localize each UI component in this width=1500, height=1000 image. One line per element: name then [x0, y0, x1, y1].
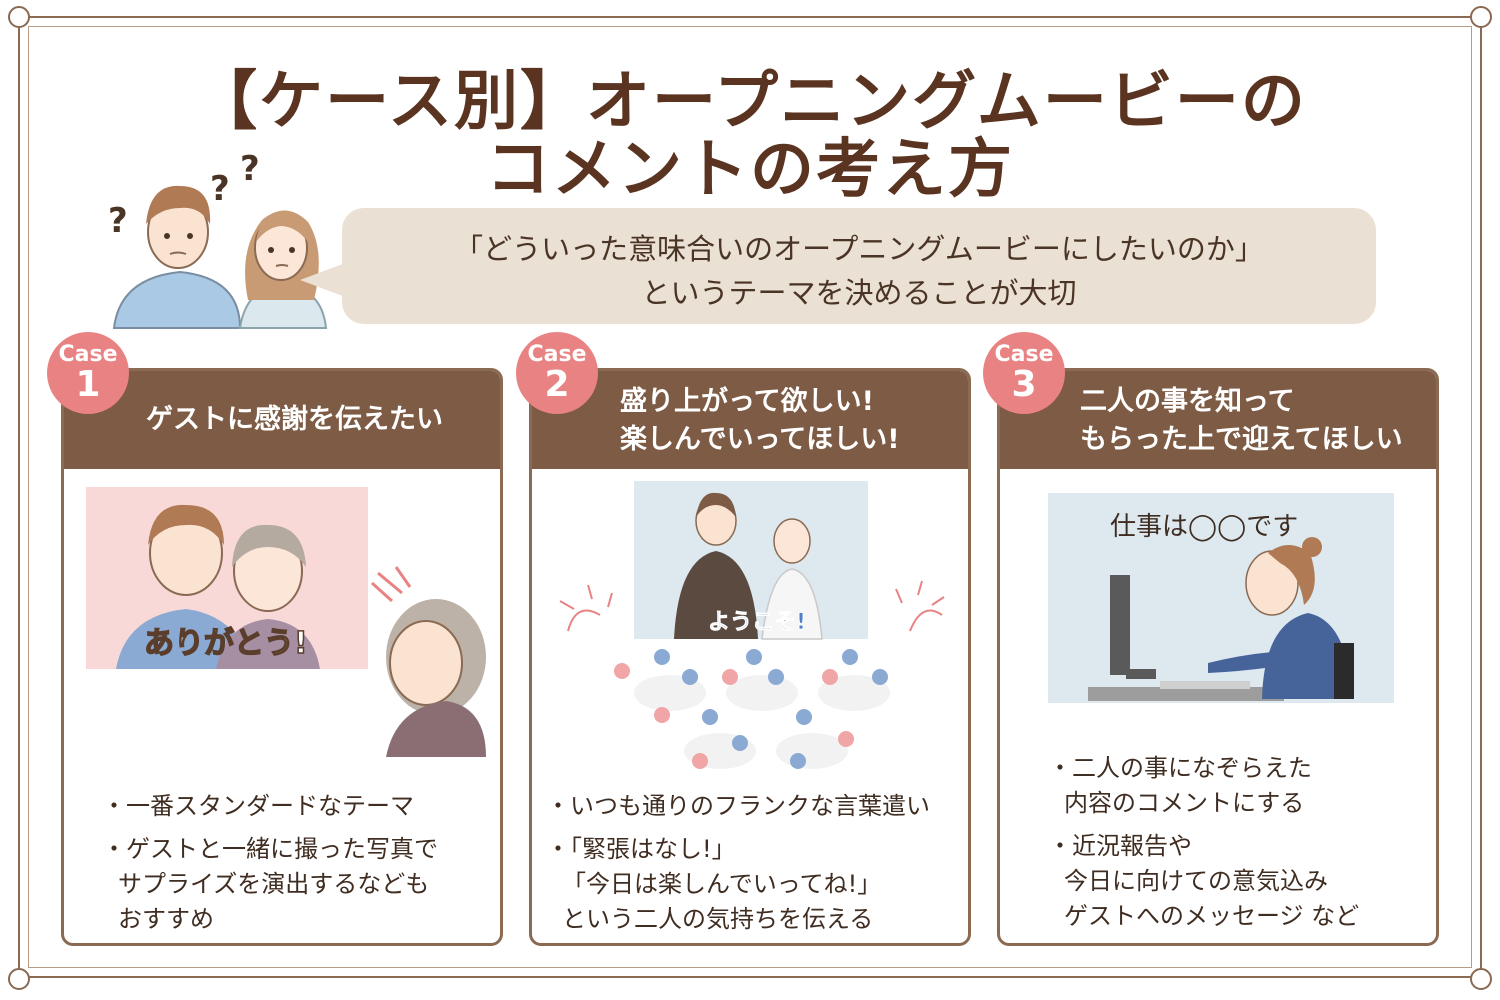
job-caption: 仕事は◯◯です	[1110, 512, 1298, 542]
speech-bubble-line2: というテーマを決めることが大切	[641, 276, 1077, 310]
case-badge-label: Case	[58, 342, 118, 367]
inner-frame	[28, 26, 1472, 968]
office-worker-illustration: 仕事は◯◯です	[1048, 493, 1394, 703]
bullet-line: ・いつも通りのフランクな言葉遣い	[546, 792, 930, 820]
case-bullet-list: ・二人の事になぞらえた 内容のコメントにする ・近況報告や 今日に向けての意気込…	[1048, 751, 1359, 942]
case-badge-2: Case 2	[516, 332, 598, 414]
speech-bubble-line1: 「どういった意味合いのオープニングムービーにしたいのか」	[454, 232, 1264, 266]
confused-couple-illustration: ? ? ?	[108, 150, 328, 329]
frame-corner	[8, 6, 30, 28]
case-heading-line1: 二人の事を知って	[1080, 386, 1295, 417]
case-badge-number: 3	[1011, 364, 1037, 405]
case-card-2: 盛り上がって欲しい! 楽しんでいってほしい! ようこそ!	[529, 368, 971, 946]
case-bullet-list: ・いつも通りのフランクな言葉遣い ・「緊張はなし!」 「今日は楽しんでいってね!…	[546, 789, 930, 943]
case-badge-label: Case	[994, 342, 1054, 367]
case-badge-number: 1	[75, 364, 101, 405]
speech-bubble-tail	[300, 262, 348, 298]
bullet-line: ・「緊張はなし!」	[546, 835, 736, 863]
bullet-line: サプライズを演出するなども	[118, 870, 430, 898]
bullet-item: ・近況報告や 今日に向けての意気込み ゲストへのメッセージ など	[1048, 829, 1359, 934]
question-mark-icon: ?	[108, 201, 128, 241]
thank-you-illustration: ありがとう!	[86, 487, 486, 757]
bullet-line: ゲストへのメッセージ など	[1064, 902, 1360, 930]
bullet-line: 今日に向けての意気込み	[1064, 867, 1328, 895]
speech-bubble	[342, 208, 1376, 324]
page-title-line1: 【ケース別】オープニングムービーの	[193, 65, 1307, 139]
bullet-item: ・「緊張はなし!」 「今日は楽しんでいってね!」 という二人の気持ちを伝える	[546, 832, 930, 937]
bullet-item: ・ゲストと一緒に撮った写真で サプライズを演出するなども おすすめ	[102, 832, 438, 937]
bullet-line: 「今日は楽しんでいってね!」	[562, 870, 882, 898]
frame-corner	[8, 968, 30, 990]
bullet-line: ・二人の事になぞらえた	[1048, 754, 1312, 782]
bullet-line: という二人の気持ちを伝える	[562, 905, 874, 933]
case-card-3: 二人の事を知って もらった上で迎えてほしい 仕事は◯◯です ・二人の事になぞらえ…	[997, 368, 1439, 946]
case-badge-label: Case	[527, 342, 587, 367]
bullet-item: ・一番スタンダードなテーマ	[102, 789, 438, 824]
outer-frame	[18, 16, 1482, 978]
frame-corner	[1470, 6, 1492, 28]
question-mark-icon: ?	[240, 150, 260, 189]
welcome-caption: ようこそ!	[708, 610, 806, 635]
bullet-item: ・いつも通りのフランクな言葉遣い	[546, 789, 930, 824]
case-badge-1: Case 1	[47, 332, 129, 414]
bullet-line: おすすめ	[118, 905, 214, 933]
thank-you-caption: ありがとう!	[144, 626, 308, 661]
case-bullet-list: ・一番スタンダードなテーマ ・ゲストと一緒に撮った写真で サプライズを演出するな…	[102, 789, 438, 943]
bullet-line: ・近況報告や	[1048, 832, 1192, 860]
case-heading-line2: もらった上で迎えてほしい	[1080, 424, 1403, 455]
welcome-party-illustration: ようこそ!	[559, 481, 945, 769]
bullet-item: ・二人の事になぞらえた 内容のコメントにする	[1048, 751, 1359, 821]
case-heading-line2: 楽しんでいってほしい!	[620, 424, 900, 455]
bullet-line: 内容のコメントにする	[1064, 789, 1305, 817]
case-card-header	[1000, 371, 1436, 469]
question-mark-icon: ?	[210, 169, 230, 209]
bullet-line: ・ゲストと一緒に撮った写真で	[102, 835, 438, 863]
case-card-header	[64, 371, 500, 469]
case-heading-line1: ゲストに感謝を伝えたい	[146, 404, 443, 435]
page-title-line2: コメントの考え方	[486, 133, 1014, 207]
case-badge-3: Case 3	[983, 332, 1065, 414]
case-badge-number: 2	[544, 364, 570, 405]
bullet-line: ・一番スタンダードなテーマ	[102, 792, 414, 820]
frame-corner	[1470, 968, 1492, 990]
case-heading-line1: 盛り上がって欲しい!	[620, 386, 874, 417]
case-card-header	[532, 371, 968, 469]
case-card-1: ゲストに感謝を伝えたい ありがとう! ・一番スタンダードなテーマ ・ゲストと一緒…	[61, 368, 503, 946]
